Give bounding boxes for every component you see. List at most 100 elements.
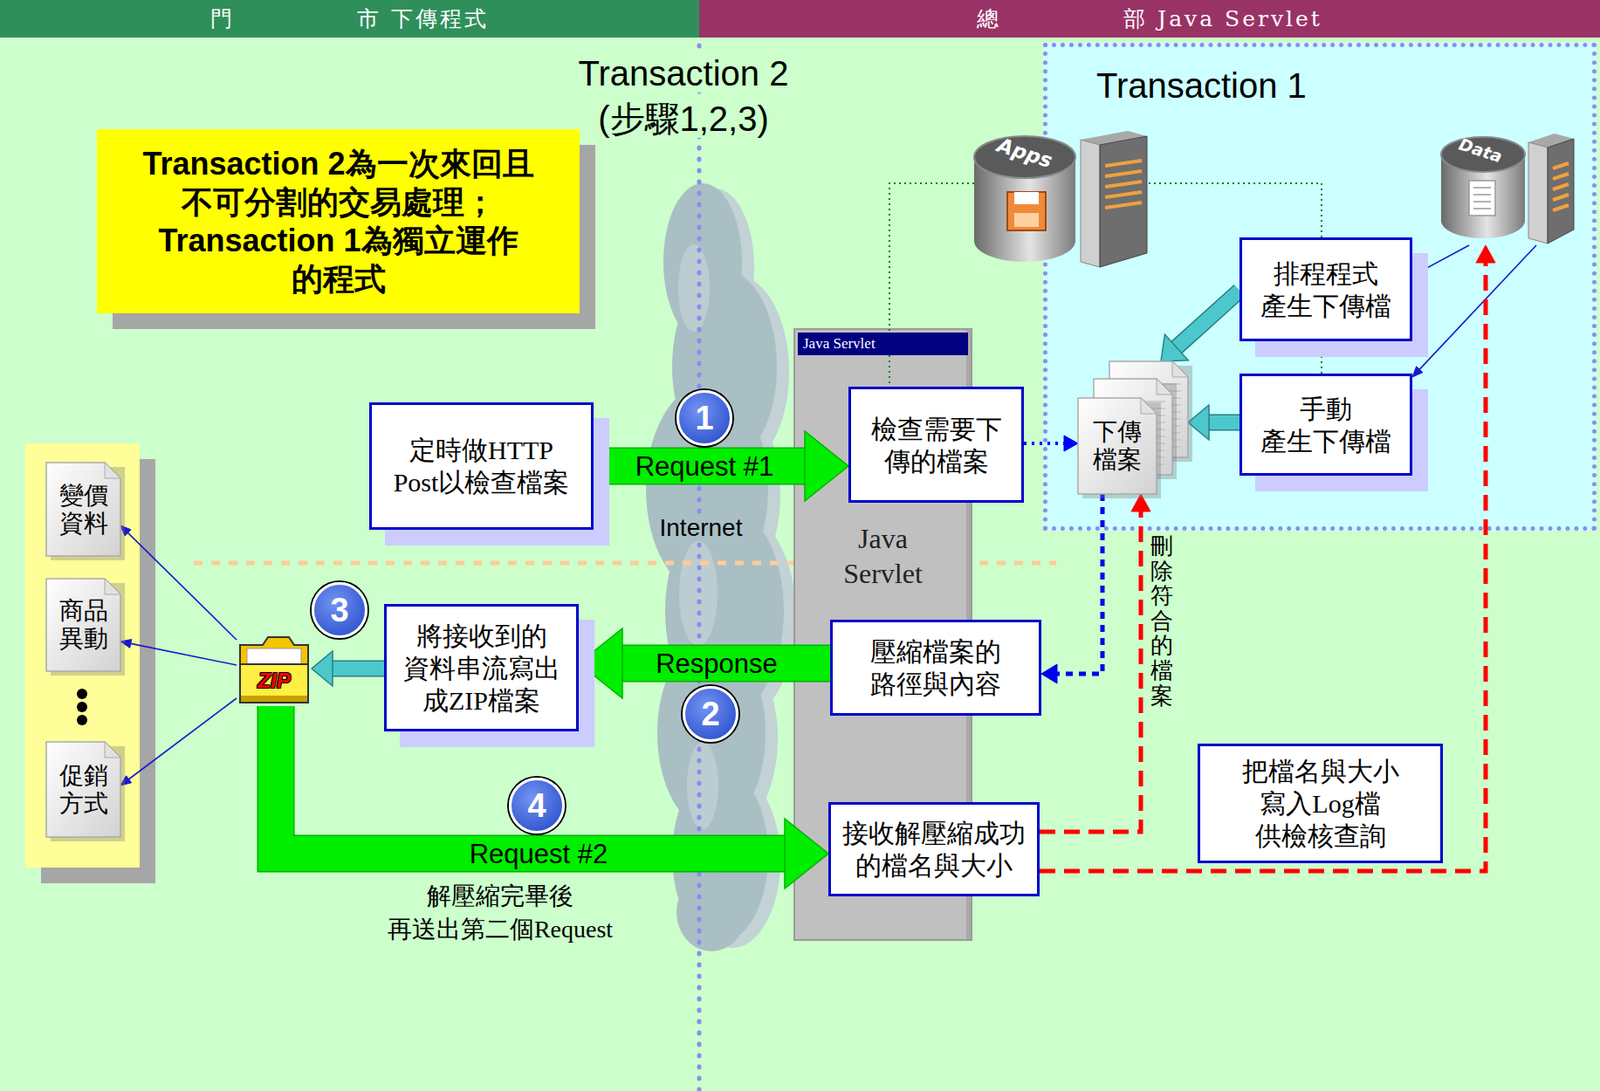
- server-front: [1099, 136, 1147, 268]
- cloud-part: [686, 741, 719, 830]
- document-line: [1473, 200, 1491, 203]
- text-label: Internet: [639, 513, 763, 543]
- server-vent: [1105, 181, 1142, 187]
- process-box: 定時做HTTP Post以檢查檔案: [369, 402, 594, 530]
- text-label: Transaction 2 (步驟1,2,3): [539, 50, 828, 142]
- document-icon: [1469, 180, 1496, 216]
- node-text: 把檔名與大小 寫入Log檔 供檢核查詢: [1208, 755, 1432, 852]
- server-vent: [1552, 205, 1569, 211]
- server-side: [1080, 139, 1100, 268]
- page-fold: [104, 741, 121, 758]
- node-text: Transaction 2為一次來回且 不可分割的交易處理； Transacti…: [114, 144, 563, 299]
- cloud-part: [676, 872, 747, 952]
- callout-circle: 3: [311, 582, 368, 639]
- page-fold: [1140, 398, 1157, 414]
- connector-line: [130, 643, 237, 666]
- text-label: 解壓縮完畢後 再送出第二個Request: [360, 879, 640, 947]
- connector: [311, 651, 385, 687]
- node-text: 商品 異動: [50, 597, 117, 653]
- server-front: [1547, 138, 1574, 244]
- callout-number: 4: [527, 789, 546, 823]
- page: [1078, 398, 1157, 495]
- server-vent: [1105, 171, 1142, 177]
- callout-circle: 1: [676, 390, 733, 447]
- page: [46, 462, 121, 557]
- server-vent: [1105, 192, 1142, 198]
- header-band: 門 市 下傳程式: [0, 0, 700, 38]
- folder-shade: [240, 695, 308, 702]
- arrow-head: [1041, 664, 1058, 684]
- node-text: 手動 產生下傳檔: [1250, 392, 1401, 458]
- label-text: 解壓縮完畢後 再送出第二個Request: [387, 882, 613, 943]
- edge-label: 刪除符合的檔案: [1150, 534, 1174, 709]
- page-fold: [1156, 378, 1173, 395]
- floppy-shutter: [1014, 212, 1039, 227]
- server-side: [1528, 142, 1548, 244]
- connector-line: [1039, 509, 1141, 832]
- edge-label-text: Response: [652, 648, 781, 680]
- edge-label-text: Request #2: [466, 838, 612, 870]
- title-bar: Java Servlet: [797, 332, 969, 356]
- callout-circle: 4: [508, 777, 565, 834]
- edge-label-text: Request #1: [632, 451, 777, 482]
- connector-line: [127, 532, 237, 640]
- cloud-part: [678, 244, 710, 332]
- arrow-head: [311, 651, 333, 687]
- zip-icon: ZIP: [236, 632, 312, 707]
- server-vent: [1105, 160, 1142, 166]
- server-vent: [1552, 173, 1569, 179]
- callout-circle: 2: [682, 686, 739, 742]
- process-box: 接收解壓縮成功 的檔名與大小: [828, 802, 1040, 897]
- node-text: 門 市 下傳程式: [210, 4, 489, 34]
- page-fold: [1172, 361, 1188, 378]
- cylinder-base: [1441, 203, 1525, 239]
- data-document: 商品 異動: [46, 578, 121, 672]
- connector-body: [330, 661, 385, 676]
- edge-label: Response: [652, 648, 781, 680]
- connector: [275, 706, 829, 889]
- connector-line: [128, 698, 237, 781]
- ellipsis-dot: [76, 701, 88, 713]
- node-text: 總 部 Java Servlet: [976, 4, 1323, 34]
- connector: [120, 638, 237, 666]
- data-document: 變價 資料: [46, 462, 121, 557]
- process-box: 壓縮檔案的 路徑與內容: [830, 619, 1042, 716]
- node-text: 將接收到的 資料串流寫出 成ZIP檔案: [395, 619, 568, 717]
- transaction-region: Transaction 1Data排程程式 產生下傳檔下傳 檔案手動 產生下傳檔: [1043, 42, 1597, 531]
- log-box: 把檔名與大小 寫入Log檔 供檢核查詢: [1197, 743, 1443, 864]
- server-vent: [1552, 184, 1569, 190]
- node-text: Java Servlet: [817, 521, 949, 591]
- process-box: 排程程式 產生下傳檔: [1239, 237, 1413, 342]
- boundary-line: [697, 0, 702, 1091]
- apps-server: Apps: [974, 130, 1149, 268]
- node-text: 排程程式 產生下傳檔: [1250, 257, 1401, 323]
- process-box: 手動 產生下傳檔: [1239, 373, 1413, 476]
- arrow-head: [578, 628, 623, 699]
- header-band: 總 部 Java Servlet: [699, 0, 1600, 38]
- connector-outline: [593, 447, 810, 486]
- page: [46, 741, 121, 838]
- process-box: 將接收到的 資料串流寫出 成ZIP檔案: [384, 604, 579, 732]
- floppy-icon: [1007, 192, 1046, 231]
- node-text: 接收解壓縮成功 的檔名與大小: [839, 817, 1029, 882]
- connector: [1039, 494, 1151, 832]
- server-vent: [1552, 163, 1569, 169]
- node-text: 壓縮檔案的 路徑與內容: [841, 635, 1031, 701]
- region-title: Transaction 1: [1096, 66, 1307, 106]
- servlet-column: Java ServletJava Servlet檢查需要下 傳的檔案壓縮檔案的 …: [793, 328, 973, 941]
- callout-number: 3: [329, 593, 349, 627]
- document-line: [1473, 193, 1491, 196]
- node-text: ZIP: [236, 668, 312, 694]
- ellipsis-dot: [76, 714, 88, 726]
- page: [46, 578, 121, 672]
- page-fold: [104, 578, 121, 595]
- node-text: 變價 資料: [50, 481, 117, 538]
- note-box: Transaction 2為一次來回且 不可分割的交易處理； Transacti…: [96, 129, 580, 314]
- node-text: 促銷 方式: [50, 762, 117, 818]
- node-text: 定時做HTTP Post以檢查檔案: [380, 433, 583, 499]
- file-stack: 下傳 檔案: [1078, 361, 1188, 495]
- label-text: Internet: [659, 514, 743, 542]
- process-box: 檢查需要下 傳的檔案: [848, 386, 1024, 503]
- document-line: [1473, 186, 1491, 189]
